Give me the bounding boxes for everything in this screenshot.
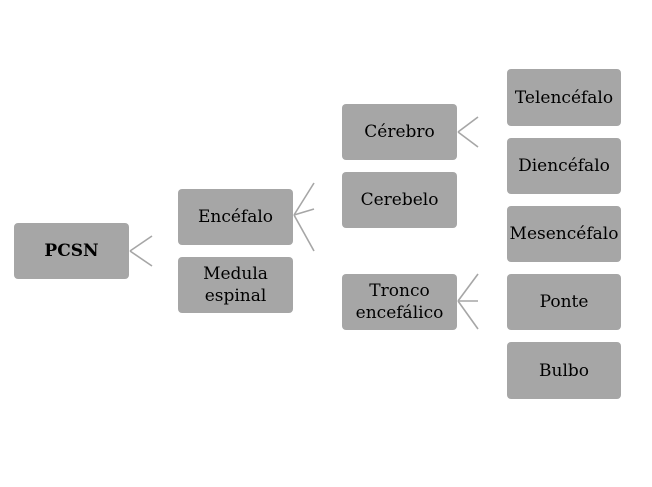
connector-encefalo-cerebro [293, 182, 315, 216]
node-diencefalo-label: Diencéfalo [518, 156, 610, 176]
node-cerebelo-label: Cerebelo [360, 190, 439, 210]
node-bulbo-label: Bulbo [539, 360, 589, 381]
node-mesencefalo: Mesencéfalo [507, 206, 621, 262]
connector-encefalo-tronco [293, 214, 315, 252]
node-pcsn-label: PCSN [44, 241, 99, 261]
node-encefalo: Encéfalo [178, 189, 293, 245]
connector-pcsn-encefalo [129, 235, 153, 252]
connector-cerebro-telencefalo [457, 116, 479, 133]
node-tronco-label: Tronco encefálico [355, 281, 444, 323]
connector-encefalo-cerebelo [293, 208, 315, 216]
node-encefalo-label: Encéfalo [197, 207, 274, 227]
node-telencefalo-label: Telencéfalo [514, 87, 614, 108]
node-ponte-label: Ponte [539, 292, 589, 312]
node-telencefalo: Telencéfalo [507, 69, 621, 126]
node-diencefalo: Diencéfalo [507, 138, 621, 194]
connector-cerebro-diencefalo [457, 131, 479, 148]
connector-tronco-mesencefalo [457, 273, 479, 302]
node-mesencefalo-label: Mesencéfalo [509, 224, 619, 244]
node-cerebelo: Cerebelo [342, 172, 457, 228]
node-pcsn: PCSN [14, 223, 129, 279]
connector-tronco-bulbo [457, 300, 479, 330]
node-medula-label: Medula espinal [203, 264, 268, 306]
node-tronco-encefalico: Tronco encefálico [342, 274, 457, 330]
node-bulbo: Bulbo [507, 342, 621, 399]
node-ponte: Ponte [507, 274, 621, 330]
node-cerebro: Cérebro [342, 104, 457, 160]
connector-pcsn-medula [129, 250, 153, 267]
node-cerebro-label: Cérebro [364, 122, 435, 142]
node-medula-espinal: Medula espinal [178, 257, 293, 313]
